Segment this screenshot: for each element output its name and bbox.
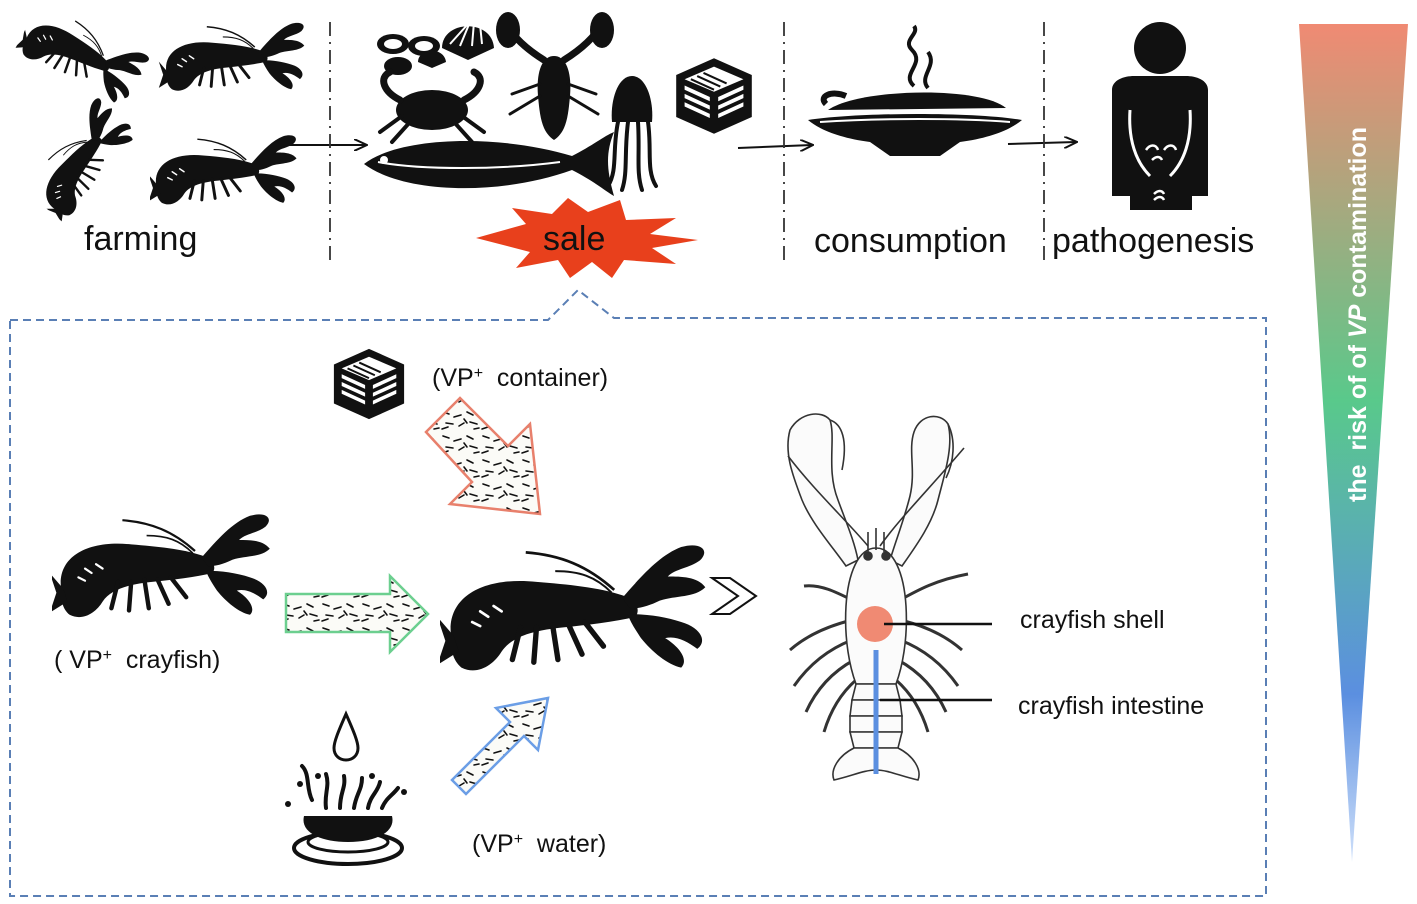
arrow-consumption-to-pathogenesis bbox=[1007, 142, 1076, 144]
contaminated-crayfish-icon bbox=[437, 545, 705, 670]
risk-gradient-triangle bbox=[1299, 24, 1408, 862]
source-label-crayfish: ( VP+ crayfish) bbox=[54, 646, 220, 674]
shell-marker-dot bbox=[857, 606, 893, 642]
water-contamination-arrow bbox=[450, 696, 550, 796]
stage-label-consumption: consumption bbox=[814, 222, 1007, 260]
risk-axis-label: the risk of of VP contamination bbox=[1344, 127, 1372, 502]
source-label-container: (VP+ container) bbox=[432, 364, 608, 392]
farming-crayfish-icons bbox=[11, 0, 306, 227]
source-crayfish-icon bbox=[50, 514, 270, 617]
stage-label-pathogenesis: pathogenesis bbox=[1052, 222, 1254, 260]
anatomy-label-shell: crayfish shell bbox=[1020, 606, 1165, 634]
crayfish-contamination-arrow bbox=[284, 572, 430, 656]
chevron-right-icon bbox=[708, 577, 758, 615]
stage-label-sale: sale bbox=[543, 220, 605, 258]
container-box-icon-top bbox=[675, 57, 753, 135]
seafood-icons bbox=[364, 12, 658, 196]
container-contamination-arrow bbox=[424, 396, 542, 516]
dish-icon bbox=[808, 24, 1022, 156]
anatomy-label-intestine: crayfish intestine bbox=[1018, 692, 1204, 720]
sick-person-icon bbox=[1112, 22, 1208, 210]
sale-burst-shape bbox=[476, 198, 698, 278]
arrow-sale-to-consumption bbox=[737, 145, 812, 148]
container-box-icon bbox=[332, 347, 406, 421]
stage-label-farming: farming bbox=[84, 220, 197, 258]
stage-separators bbox=[329, 22, 1045, 266]
water-splash-icon bbox=[285, 710, 407, 866]
source-label-water: (VP+ water) bbox=[472, 830, 606, 858]
sale-detail-frame bbox=[9, 288, 1267, 897]
